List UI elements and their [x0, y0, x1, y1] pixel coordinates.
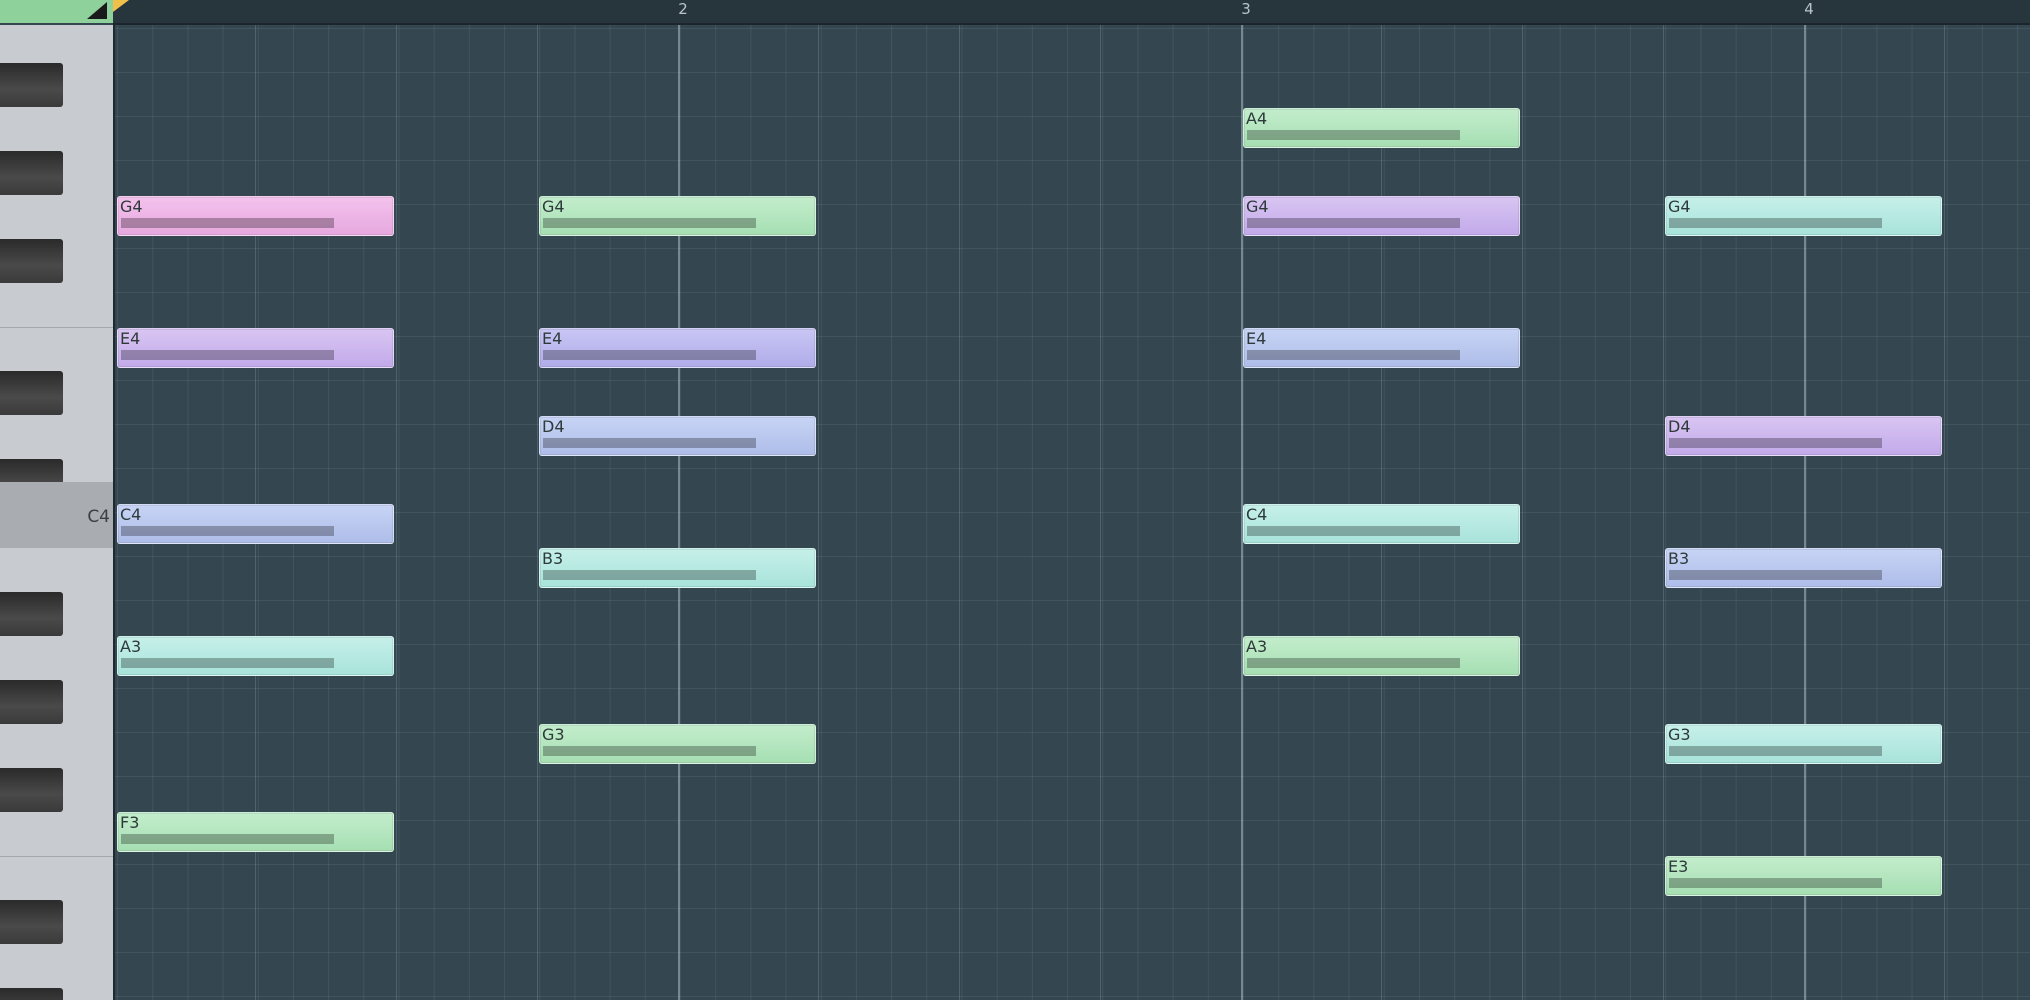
note-block[interactable]: E4 — [117, 328, 394, 368]
black-key[interactable] — [0, 768, 63, 812]
note-block[interactable]: E4 — [539, 328, 816, 368]
note-velocity-bar[interactable] — [1247, 350, 1460, 360]
note-label: D4 — [1668, 417, 1691, 436]
note-label: B3 — [542, 549, 564, 568]
note-block[interactable]: C4 — [1243, 504, 1520, 544]
note-block[interactable]: A4 — [1243, 108, 1520, 148]
bar-line — [678, 25, 680, 1000]
note-label: G4 — [120, 197, 143, 216]
note-label: G4 — [1246, 197, 1269, 216]
beat-line — [537, 25, 538, 1000]
note-label: E4 — [542, 329, 563, 348]
note-block[interactable]: F3 — [117, 812, 394, 852]
note-velocity-bar[interactable] — [1669, 878, 1882, 888]
note-label: C4 — [120, 505, 142, 524]
note-block[interactable]: G3 — [1665, 724, 1942, 764]
black-key[interactable] — [0, 371, 63, 415]
note-block[interactable]: G4 — [117, 196, 394, 236]
beat-line — [818, 25, 819, 1000]
note-velocity-bar[interactable] — [1247, 218, 1460, 228]
note-block[interactable]: C4 — [117, 504, 394, 544]
note-label: A3 — [120, 637, 142, 656]
note-block[interactable]: E3 — [1665, 856, 1942, 896]
note-label: B3 — [1668, 549, 1690, 568]
black-key[interactable] — [0, 900, 63, 944]
note-velocity-bar[interactable] — [1669, 218, 1882, 228]
beat-line — [1100, 25, 1101, 1000]
note-label: G4 — [542, 197, 565, 216]
note-velocity-bar[interactable] — [121, 526, 334, 536]
note-velocity-bar[interactable] — [1669, 746, 1882, 756]
piano-roll-corner[interactable] — [0, 0, 113, 23]
note-velocity-bar[interactable] — [543, 350, 756, 360]
note-velocity-bar[interactable] — [1247, 658, 1460, 668]
note-block[interactable]: E4 — [1243, 328, 1520, 368]
note-label: D4 — [542, 417, 565, 436]
black-key[interactable] — [0, 239, 63, 283]
note-label: A3 — [1246, 637, 1268, 656]
beat-line — [959, 25, 960, 1000]
note-block[interactable]: A3 — [117, 636, 394, 676]
note-label: C4 — [1246, 505, 1268, 524]
note-block[interactable]: B3 — [1665, 548, 1942, 588]
note-velocity-bar[interactable] — [121, 658, 334, 668]
timeline-ruler[interactable]: 2 3 4 — [113, 0, 2030, 25]
note-velocity-bar[interactable] — [1247, 526, 1460, 536]
bar-number-2: 2 — [678, 0, 688, 18]
note-velocity-bar[interactable] — [543, 218, 756, 228]
beat-line — [396, 25, 397, 1000]
bar-line — [1241, 25, 1243, 1000]
note-block[interactable]: D4 — [539, 416, 816, 456]
black-key[interactable] — [0, 151, 63, 195]
note-velocity-bar[interactable] — [1669, 570, 1882, 580]
note-velocity-bar[interactable] — [1669, 438, 1882, 448]
note-label: E4 — [1246, 329, 1267, 348]
note-label: F3 — [120, 813, 140, 832]
note-velocity-bar[interactable] — [543, 438, 756, 448]
note-velocity-bar[interactable] — [1247, 130, 1460, 140]
note-velocity-bar[interactable] — [121, 834, 334, 844]
piano-keyboard[interactable]: C4 — [0, 25, 115, 1000]
bar-line — [1804, 25, 1806, 1000]
note-velocity-bar[interactable] — [543, 570, 756, 580]
playhead-marker-icon[interactable] — [113, 0, 129, 12]
note-block[interactable]: G4 — [539, 196, 816, 236]
black-key[interactable] — [0, 63, 63, 107]
bar-number-4: 4 — [1804, 0, 1814, 18]
key-divider — [0, 327, 113, 328]
note-label: G3 — [1668, 725, 1691, 744]
note-block[interactable]: G4 — [1665, 196, 1942, 236]
menu-triangle-icon[interactable] — [87, 2, 107, 19]
black-key[interactable] — [0, 680, 63, 724]
black-key[interactable] — [0, 988, 63, 1000]
note-velocity-bar[interactable] — [121, 350, 334, 360]
note-grid[interactable]: G4 E4 C4 A3 F3 G4 E4 D4 B3 G3 A4 — [115, 25, 2030, 1000]
note-velocity-bar[interactable] — [121, 218, 334, 228]
beat-line — [1522, 25, 1523, 1000]
note-block[interactable]: A3 — [1243, 636, 1520, 676]
note-label: G3 — [542, 725, 565, 744]
c4-key-label: C4 — [87, 507, 110, 527]
beat-line — [1944, 25, 1945, 1000]
note-label: E4 — [120, 329, 141, 348]
note-block[interactable]: D4 — [1665, 416, 1942, 456]
key-divider — [0, 856, 113, 857]
note-block[interactable]: G3 — [539, 724, 816, 764]
note-label: G4 — [1668, 197, 1691, 216]
note-label: E3 — [1668, 857, 1689, 876]
note-label: A4 — [1246, 109, 1268, 128]
note-block[interactable]: G4 — [1243, 196, 1520, 236]
note-velocity-bar[interactable] — [543, 746, 756, 756]
note-block[interactable]: B3 — [539, 548, 816, 588]
bar-number-3: 3 — [1241, 0, 1251, 18]
beat-line — [1663, 25, 1664, 1000]
black-key[interactable] — [0, 592, 63, 636]
c4-key[interactable] — [0, 482, 113, 548]
